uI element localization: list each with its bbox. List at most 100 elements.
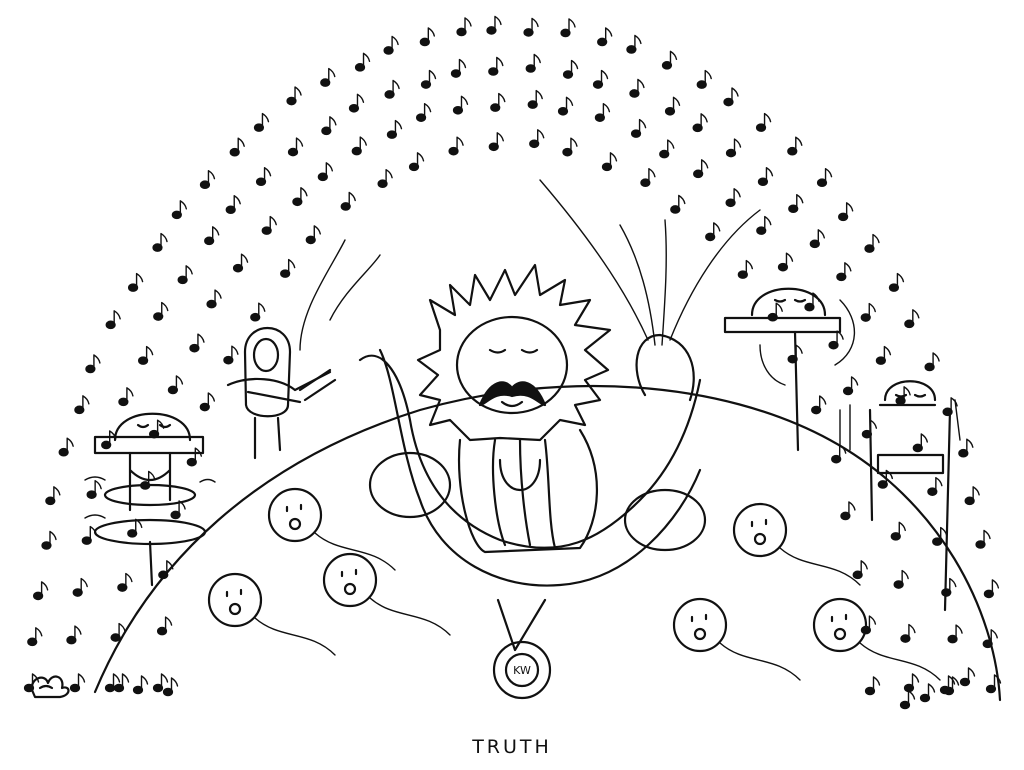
music-note-icon	[127, 518, 143, 538]
music-note-icon	[560, 18, 576, 38]
music-note-icon	[900, 623, 916, 643]
music-note-icon	[756, 215, 772, 235]
music-note-icon	[199, 169, 216, 189]
music-note-icon	[888, 272, 905, 292]
music-note-icon	[562, 137, 578, 157]
music-note-icon	[419, 27, 436, 47]
music-note-icon	[601, 152, 618, 172]
music-note-icon	[860, 302, 876, 322]
music-note-icon	[852, 560, 868, 580]
music-note-icon	[597, 27, 613, 47]
music-note-icon	[983, 579, 1000, 599]
music-note-icon	[927, 476, 943, 496]
music-note-icon	[864, 676, 881, 696]
music-note-icon	[162, 677, 179, 697]
music-note-icon	[305, 225, 321, 245]
music-note-icon	[899, 690, 916, 710]
keyboard-player-left	[84, 412, 216, 587]
music-note-icon	[45, 486, 61, 506]
music-note-icon	[292, 187, 308, 207]
standing-player-right	[839, 380, 961, 612]
music-note-icon	[975, 529, 991, 549]
music-note-icon	[384, 79, 400, 99]
keyboard-player-right	[723, 287, 856, 452]
music-note-icon	[167, 375, 184, 395]
music-note-icon	[286, 86, 302, 106]
medallion-text: KW	[513, 664, 531, 677]
music-note-icon	[340, 191, 356, 211]
music-note-icon	[903, 673, 920, 693]
music-note-icon	[947, 624, 963, 644]
music-note-icon	[964, 486, 980, 506]
music-note-icon	[74, 395, 90, 415]
music-note-icon	[456, 17, 472, 37]
music-note-icon	[486, 15, 502, 35]
music-note-icon	[904, 309, 920, 329]
music-note-icon	[58, 437, 74, 457]
music-note-icon	[630, 118, 647, 138]
music-note-icon	[919, 683, 936, 703]
music-note-icon	[860, 615, 877, 635]
music-note-icon	[836, 262, 852, 282]
music-note-icon	[629, 78, 645, 98]
music-note-icon	[104, 673, 121, 693]
music-note-icon	[383, 35, 399, 55]
music-note-icon	[664, 96, 681, 116]
music-note-icon	[408, 152, 425, 172]
music-note-icon	[924, 352, 940, 372]
music-note-icon	[69, 673, 86, 693]
music-note-icon	[152, 673, 169, 693]
audience-face	[267, 487, 396, 571]
music-note-icon	[523, 17, 539, 37]
music-note-icon	[33, 581, 49, 601]
music-note-icon	[152, 232, 168, 252]
audience-face	[732, 502, 861, 586]
audience-face	[322, 552, 451, 636]
music-note-icon	[893, 569, 909, 589]
music-note-icon	[842, 376, 859, 396]
music-note-icon	[138, 345, 154, 365]
music-note-icon	[488, 56, 504, 76]
music-note-icon	[525, 53, 541, 73]
music-note-icon	[696, 69, 712, 89]
music-note-icon	[317, 162, 334, 182]
music-note-icon	[354, 52, 371, 72]
music-note-icon	[320, 67, 336, 87]
music-note-icon	[204, 226, 220, 246]
music-note-icon	[725, 138, 742, 158]
music-notes-arc	[23, 15, 1002, 710]
music-note-icon	[127, 272, 144, 292]
music-note-icon	[171, 200, 188, 220]
music-note-icon	[110, 622, 126, 642]
music-note-icon	[527, 89, 543, 109]
music-note-icon	[594, 102, 611, 122]
audience-face	[812, 597, 941, 681]
music-note-icon	[386, 119, 403, 139]
music-note-icon	[41, 530, 57, 550]
music-note-icon	[755, 112, 772, 132]
music-note-icon	[557, 96, 574, 116]
music-note-icon	[529, 129, 545, 149]
music-note-icon	[117, 572, 133, 592]
music-note-icon	[640, 168, 656, 188]
audience-face	[207, 572, 336, 656]
music-note-icon	[229, 137, 245, 157]
music-note-icon	[225, 195, 241, 215]
music-note-icon	[723, 87, 739, 107]
spiky-hair	[416, 263, 612, 442]
music-note-icon	[199, 392, 216, 412]
music-note-icon	[287, 137, 304, 157]
guitarist	[226, 239, 381, 460]
music-note-icon	[737, 259, 754, 279]
music-note-icon	[777, 252, 794, 272]
music-note-icon	[153, 301, 169, 321]
music-note-icon	[105, 310, 121, 330]
long-arm-left	[358, 348, 702, 587]
music-note-icon	[255, 167, 272, 187]
music-note-icon	[488, 132, 504, 152]
artist-signature	[30, 675, 70, 699]
music-note-icon	[562, 59, 579, 79]
music-note-icon	[81, 525, 97, 545]
lead-singer: KW	[358, 179, 761, 700]
